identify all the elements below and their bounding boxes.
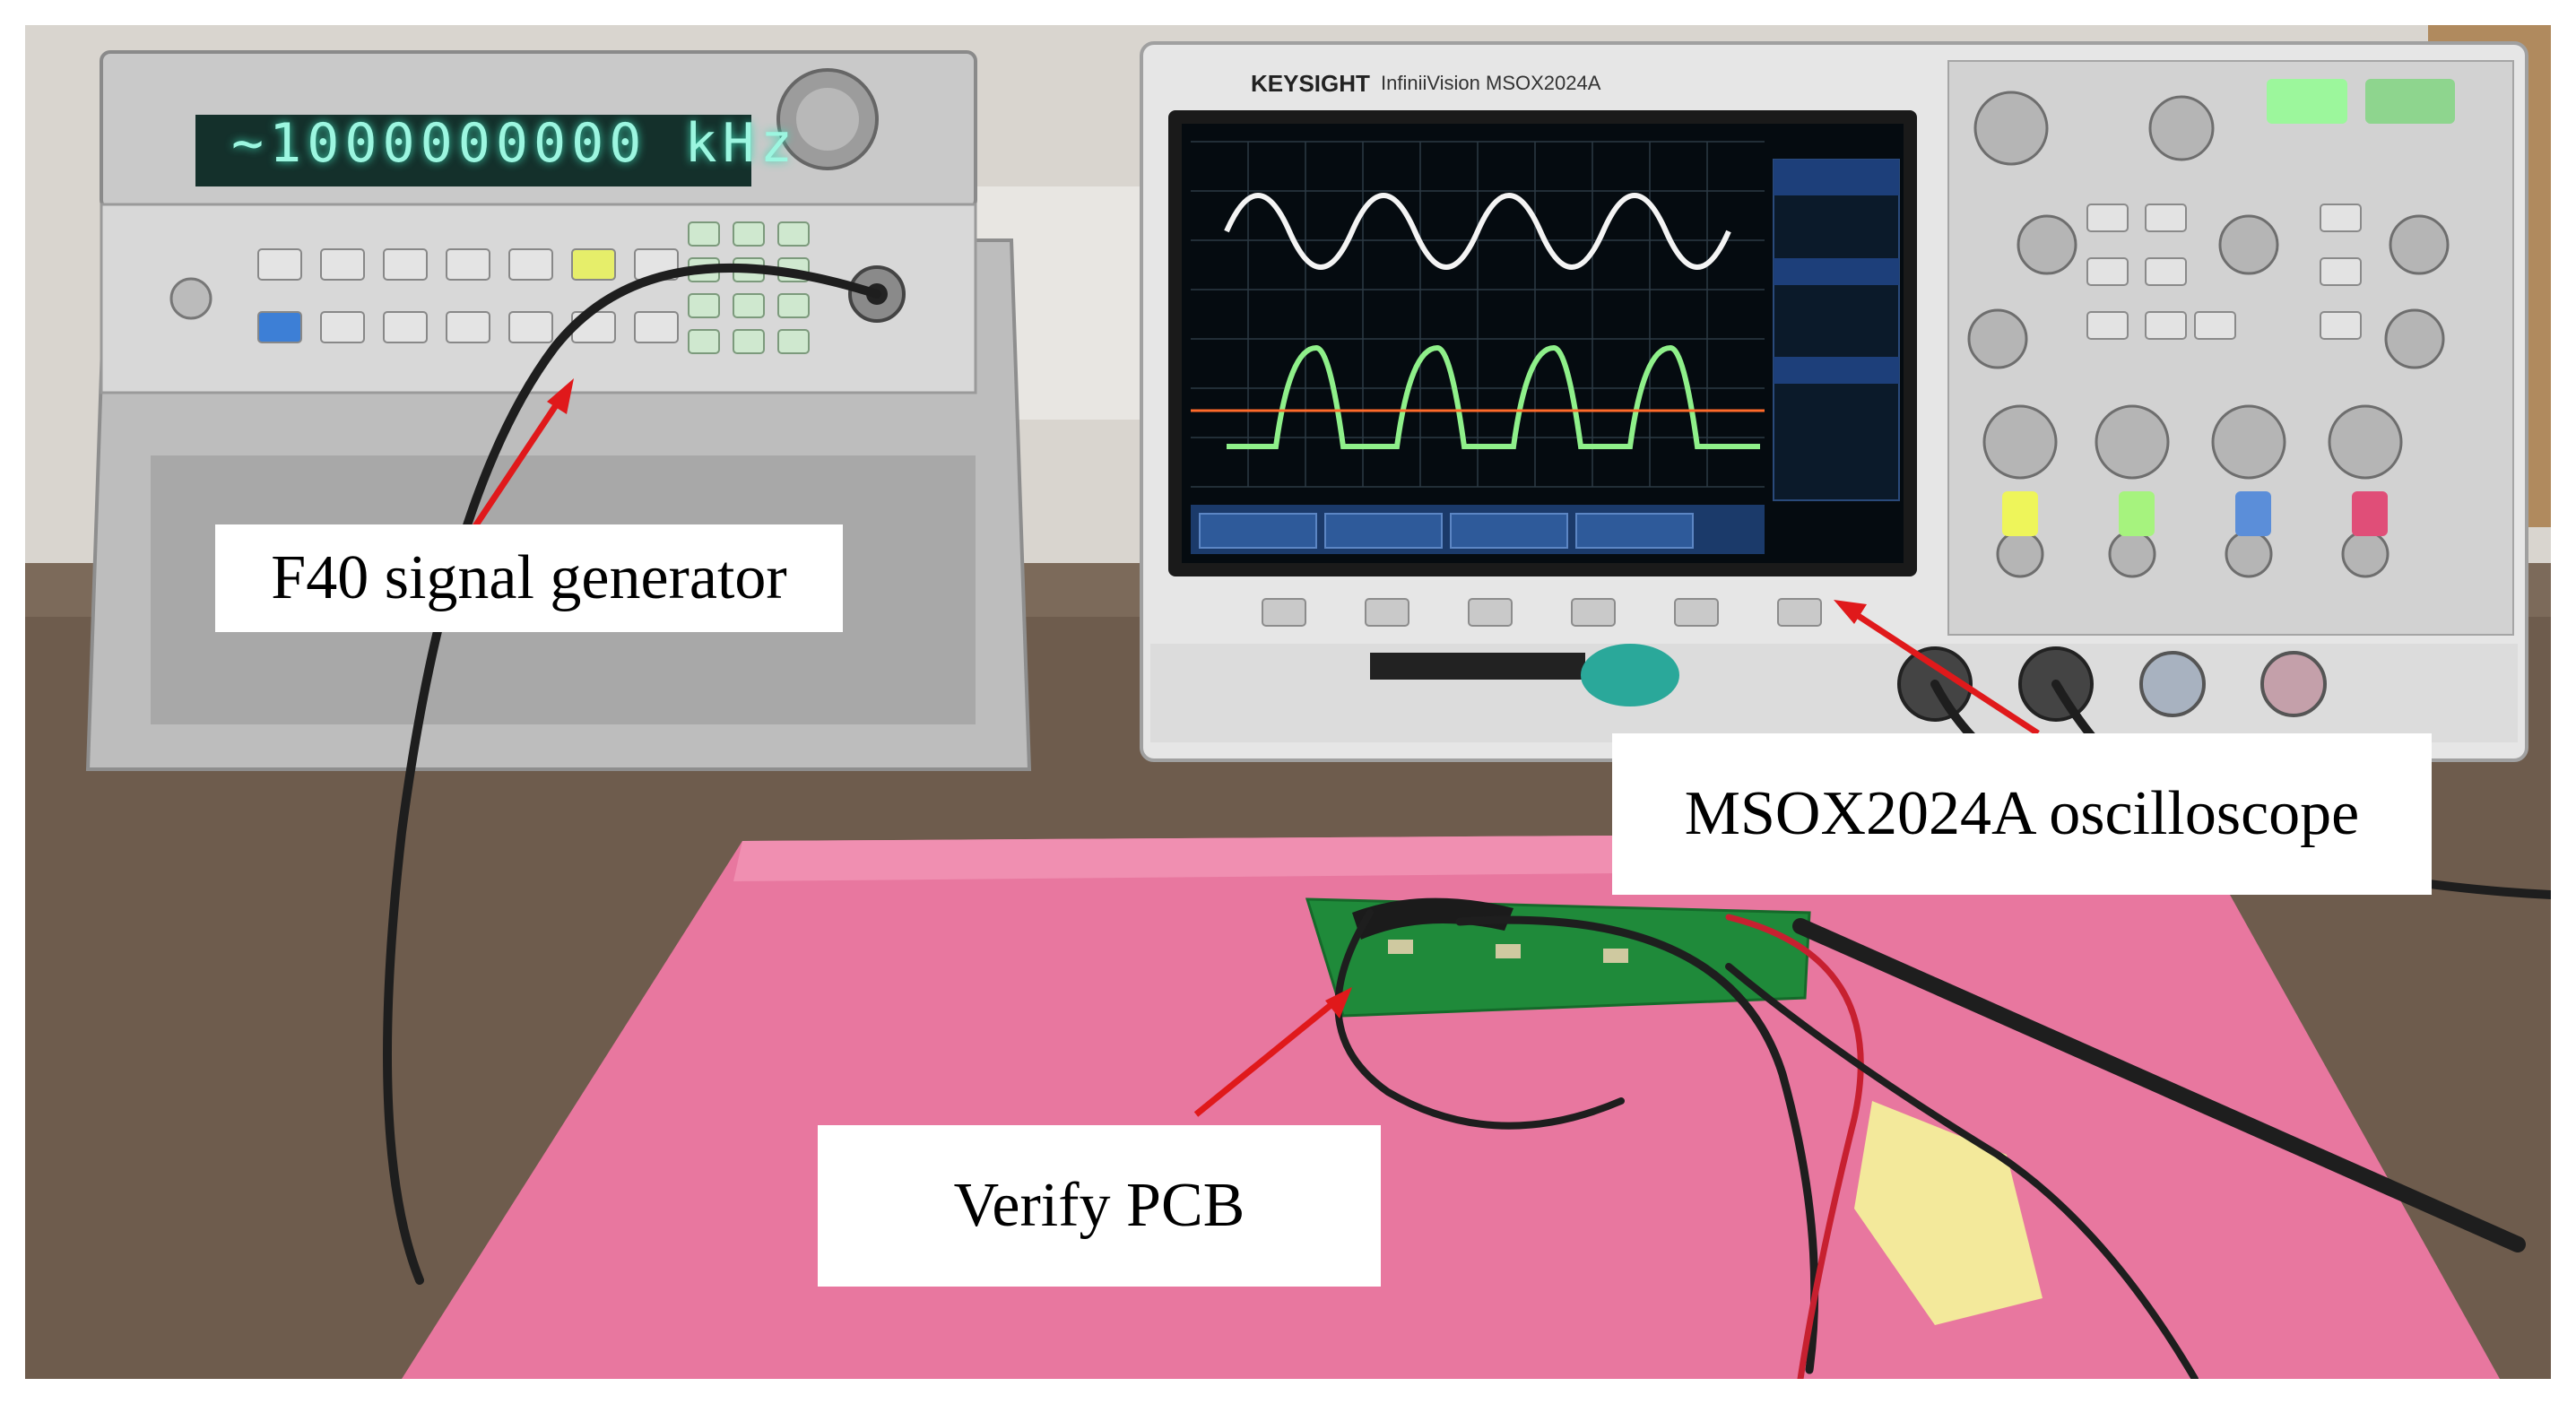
oscilloscope <box>1140 41 2528 762</box>
usb-drive <box>1581 644 1679 706</box>
scope-probe <box>1792 918 2526 1252</box>
generator-lcd <box>195 115 751 186</box>
annotation-arrows <box>469 378 2040 1117</box>
run-button <box>2267 79 2347 124</box>
scope-inputs <box>1897 646 2327 722</box>
trace-sine <box>1224 193 1731 270</box>
verify-pcb <box>1305 897 1811 1018</box>
scope-brand-logo: KEYSIGHT <box>1251 70 1370 97</box>
trace-pulse <box>1227 344 1760 449</box>
generator-lcd-text: ~1000000000 kHz <box>231 112 798 175</box>
scope-model-label: InfiniiVision MSOX2024A <box>1381 72 1601 94</box>
callout-verify-pcb: Verify PCB <box>818 1125 1381 1287</box>
callout-signal-generator: F40 signal generator <box>215 524 843 632</box>
callout-oscilloscope: MSOX2024A oscilloscope <box>1612 733 2432 895</box>
